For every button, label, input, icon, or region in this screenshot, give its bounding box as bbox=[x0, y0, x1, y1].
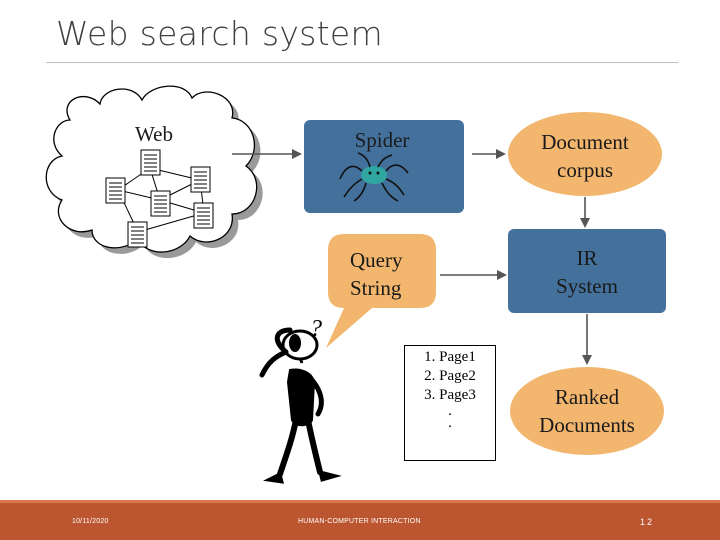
document-icon bbox=[193, 202, 214, 229]
spider-box bbox=[304, 120, 464, 213]
spider-icon bbox=[339, 152, 409, 202]
web-page-icons bbox=[105, 149, 214, 248]
spider-label: Spider bbox=[354, 128, 410, 152]
query-speech-bubble bbox=[326, 234, 436, 348]
document-icon bbox=[150, 190, 171, 217]
result-item-2: 2. Page2 bbox=[424, 368, 476, 384]
document-icon bbox=[190, 166, 211, 193]
footer-accent bbox=[0, 500, 720, 503]
corpus-node bbox=[508, 112, 662, 196]
corpus-label: Document corpus bbox=[541, 130, 629, 182]
slide-title: Web search system bbox=[56, 14, 383, 53]
document-icon bbox=[105, 177, 126, 204]
ranked-results-list: 1. Page1 2. Page2 3. Page3 . . bbox=[404, 345, 496, 461]
ir-system-label: IR System bbox=[556, 246, 618, 298]
flow-arrows bbox=[232, 149, 592, 365]
ranked-documents-label: Ranked Documents bbox=[539, 385, 635, 437]
ranked-documents-node bbox=[510, 367, 664, 455]
title-divider bbox=[46, 62, 678, 63]
thinking-person-figure bbox=[259, 327, 342, 484]
question-mark: ? bbox=[310, 316, 322, 342]
page-number: 12 bbox=[640, 517, 655, 527]
footer-date: 10/11/2020 bbox=[72, 518, 109, 525]
document-icon bbox=[140, 149, 161, 176]
result-ellipsis-dot: . bbox=[448, 403, 452, 419]
web-label: Web bbox=[135, 122, 173, 146]
ir-system-box bbox=[508, 229, 666, 313]
result-ellipsis-dot: . bbox=[448, 415, 452, 431]
result-item-3: 3. Page3 bbox=[424, 387, 476, 403]
footer-bar bbox=[0, 503, 720, 540]
query-label: Query String bbox=[350, 248, 403, 300]
footer-course-title: HUMAN-COMPUTER INTERACTION bbox=[298, 518, 421, 525]
result-item-1: 1. Page1 bbox=[424, 349, 476, 365]
document-icon bbox=[127, 221, 148, 248]
